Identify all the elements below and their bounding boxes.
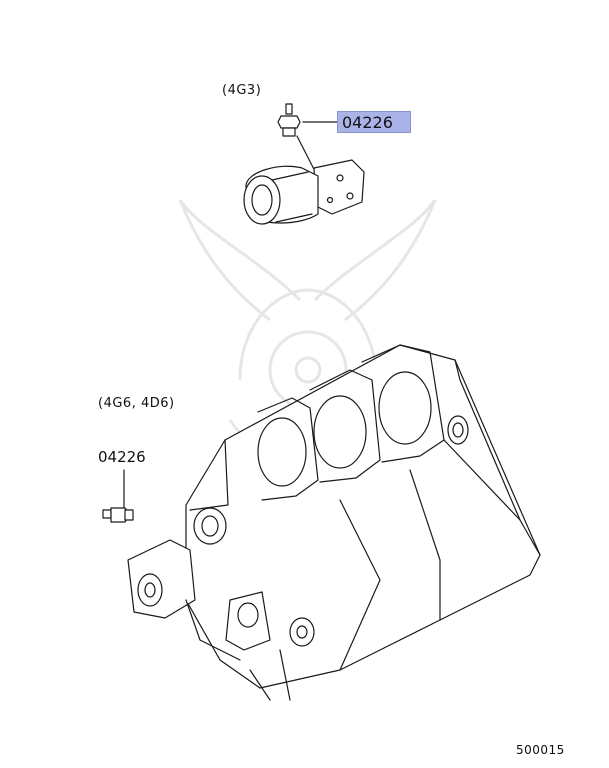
engine-block-icon bbox=[127, 344, 541, 701]
oil-pressure-switch-icon-top bbox=[277, 103, 338, 186]
part-number-callout-top[interactable]: 04226 bbox=[337, 111, 411, 133]
oil-filter-icon bbox=[243, 159, 365, 225]
engine-group-label-top: (4G3) bbox=[222, 83, 262, 98]
part-number-callout-bottom[interactable]: 04226 bbox=[98, 448, 146, 466]
engine-group-label-bottom: (4G6, 4D6) bbox=[98, 396, 175, 411]
figure-number: 500015 bbox=[516, 743, 565, 757]
oil-pressure-switch-icon-bottom bbox=[102, 469, 134, 523]
